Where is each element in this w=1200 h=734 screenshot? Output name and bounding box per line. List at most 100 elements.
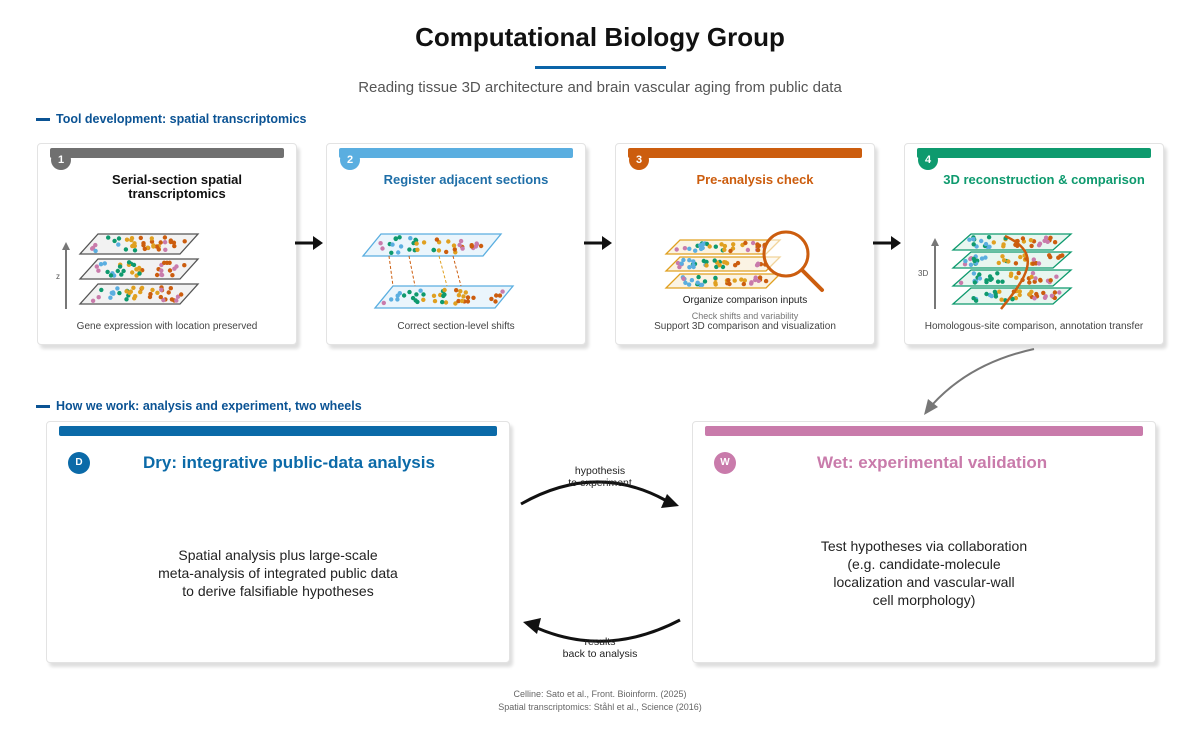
expression-spot: [102, 261, 108, 266]
expression-spot: [722, 247, 727, 252]
expression-spot: [162, 235, 168, 240]
step-3-number-badge: 3: [629, 150, 649, 170]
expression-spot: [722, 243, 728, 249]
expression-spot: [1032, 279, 1037, 284]
expression-spot: [1006, 259, 1011, 264]
expression-spot: [1048, 278, 1053, 283]
expression-spot: [755, 242, 760, 247]
expression-spot: [395, 297, 400, 302]
step-3-title: Pre-analysis check: [696, 172, 814, 187]
expression-spot: [1054, 274, 1059, 279]
z-axis-label: z: [56, 272, 60, 281]
expression-spot: [465, 295, 471, 300]
expression-spot: [687, 265, 692, 270]
expression-spot: [182, 239, 187, 244]
dry-line: to derive falsifiable hypotheses: [182, 583, 374, 599]
expression-spot: [408, 236, 413, 241]
step-4-caption: Homologous-site comparison, annotation t…: [924, 321, 1144, 332]
curved-arrow-icon: [924, 348, 1035, 415]
expression-spot: [90, 298, 96, 303]
expression-spot: [494, 293, 499, 298]
expression-spot: [1052, 290, 1058, 295]
dry-badge: D: [68, 452, 90, 474]
stacked-sections-illustration: z: [56, 233, 200, 309]
expression-spot: [116, 242, 121, 247]
tissue-section: [951, 233, 1073, 251]
arrow-right-icon: [584, 236, 612, 250]
expression-spot: [453, 301, 458, 306]
expression-spot: [971, 236, 976, 242]
expression-spot: [1018, 254, 1023, 260]
expression-spot: [458, 238, 464, 244]
expression-spot: [719, 242, 724, 247]
expression-spot: [963, 258, 968, 264]
registration-link: [408, 255, 416, 287]
expression-spot: [741, 281, 746, 287]
expression-spot: [469, 244, 474, 249]
expression-spot: [1009, 271, 1014, 276]
cycle-label-top: hypothesis to experiment: [550, 465, 650, 489]
expression-spot: [106, 235, 111, 240]
expression-spot: [134, 267, 139, 272]
dry-description: Spatial analysis plus large-scale meta-a…: [47, 546, 509, 600]
magnifier-icon: [762, 230, 810, 278]
expression-spot: [763, 278, 769, 284]
expression-spot: [446, 239, 451, 244]
cycle-label-top-line: hypothesis: [574, 465, 626, 477]
expression-spot: [436, 248, 442, 253]
expression-spot: [115, 268, 121, 274]
expression-spot: [130, 243, 135, 249]
quality-check-illustration: [664, 230, 824, 292]
expression-spot: [682, 246, 688, 251]
expression-spot: [717, 263, 722, 268]
expression-spot: [381, 300, 386, 306]
cycle-label-bottom-line: results: [584, 636, 616, 648]
expression-spot: [704, 259, 709, 265]
expression-spot: [983, 255, 988, 260]
expression-spot: [707, 244, 712, 249]
expression-spot: [149, 239, 155, 244]
expression-spot: [148, 291, 153, 297]
wet-line: cell morphology): [872, 592, 976, 608]
expression-spot: [440, 299, 445, 305]
expression-spot: [1014, 275, 1019, 280]
expression-spot: [987, 244, 992, 249]
expression-spot: [421, 292, 426, 297]
expression-spot: [497, 293, 503, 298]
expression-spot: [142, 246, 147, 252]
expression-spot: [444, 249, 449, 255]
expression-spot: [116, 236, 122, 241]
expression-spot: [159, 287, 164, 292]
expression-spot: [138, 235, 143, 241]
expression-spot: [151, 244, 156, 249]
expression-spot: [745, 247, 751, 253]
expression-spot: [489, 296, 494, 302]
expression-spot: [141, 243, 146, 248]
expression-spot: [675, 260, 681, 266]
expression-spot: [179, 292, 184, 297]
expression-spot: [728, 248, 733, 254]
expression-spot: [500, 289, 505, 294]
expression-spot: [1013, 261, 1019, 266]
expression-spot: [169, 297, 175, 302]
expression-spot: [117, 264, 123, 269]
expression-spot: [94, 264, 99, 269]
expression-spot: [99, 287, 104, 293]
expression-spot: [154, 244, 159, 249]
expression-spot: [393, 236, 398, 242]
expression-spot: [460, 246, 465, 251]
3d-axis-arrow: [931, 238, 939, 246]
expression-spot: [434, 237, 440, 242]
expression-spot: [1031, 257, 1036, 262]
expression-spot: [720, 264, 726, 270]
expression-spot: [992, 289, 998, 294]
3d-axis-label: 3D: [918, 269, 928, 278]
expression-spot: [182, 263, 187, 268]
expression-spot: [407, 289, 412, 295]
expression-spot: [979, 256, 985, 261]
expression-spot: [1001, 244, 1006, 249]
expression-spot: [493, 299, 498, 304]
expression-spot: [473, 244, 479, 249]
expression-spot: [999, 297, 1004, 302]
expression-spot: [174, 298, 179, 303]
